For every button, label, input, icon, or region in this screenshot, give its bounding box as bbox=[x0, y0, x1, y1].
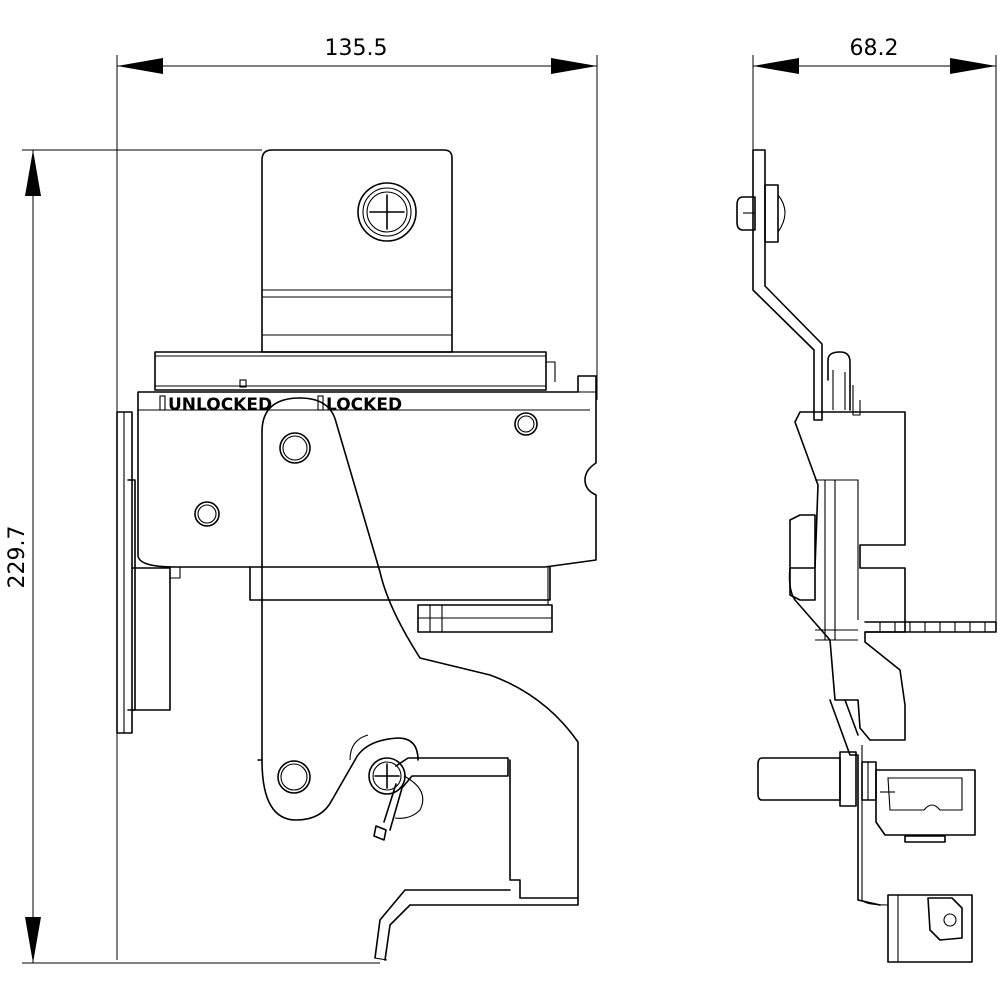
dimension-height-label: 229.7 bbox=[5, 526, 30, 589]
dimension-width-side: 68.2 bbox=[752, 36, 997, 630]
lever-pivot-icon bbox=[279, 432, 311, 464]
dimension-width-side-label: 68.2 bbox=[850, 36, 899, 61]
dimension-height: 229.7 bbox=[5, 149, 380, 964]
locked-marker bbox=[317, 395, 324, 411]
unlocked-label: UNLOCKED bbox=[168, 395, 272, 415]
side-view bbox=[736, 149, 997, 963]
unlocked-marker bbox=[159, 395, 166, 411]
dimension-width-front-label: 135.5 bbox=[325, 36, 388, 61]
mount-hole-icon bbox=[194, 501, 220, 527]
lever-pivot-icon bbox=[277, 760, 311, 794]
screw-icon bbox=[357, 182, 417, 242]
front-view: UNLOCKED LOCKED bbox=[116, 149, 597, 961]
dimension-width-front: 135.5 bbox=[116, 36, 598, 960]
locked-label: LOCKED bbox=[326, 395, 402, 415]
mount-hole-icon bbox=[514, 412, 538, 436]
